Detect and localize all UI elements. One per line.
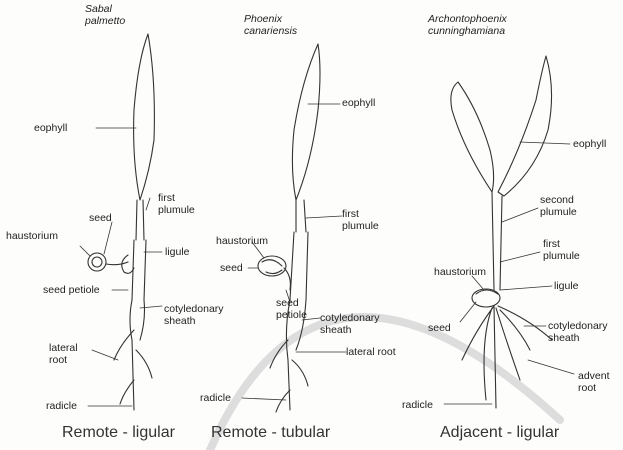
seedling-archontophoenix: [451, 56, 552, 408]
right-ligule-label: ligule: [554, 280, 579, 292]
middle-haustorium-label: haustorium: [216, 235, 268, 247]
leaders-middle: [242, 104, 346, 400]
archonto-eophyll-left: [451, 82, 494, 192]
right-second-plumule-label: second plumule: [540, 194, 577, 218]
species-sabal-palmetto: Sabal palmetto: [85, 3, 125, 27]
sabal-seed-petiole: [122, 255, 134, 273]
left-first-plumule-label: first plumule: [158, 192, 195, 216]
leaders-left: [80, 128, 162, 406]
archonto-eophyll-right: [498, 56, 552, 196]
left-cotyledonary-sheath-label: cotyledonary sheath: [164, 303, 224, 327]
middle-cotyledonary-sheath-label: cotyledonary sheath: [320, 312, 380, 336]
middle-seed-label: seed: [220, 262, 243, 274]
left-seed-label: seed: [89, 212, 112, 224]
left-ligule-label: ligule: [165, 246, 190, 258]
sabal-seed: [88, 253, 106, 271]
right-haustorium-label: haustorium: [434, 266, 486, 278]
phoenix-eophyll-blade: [292, 44, 320, 200]
archonto-seed: [472, 289, 500, 307]
right-radicle-label: radicle: [402, 399, 433, 411]
right-eophyll-label: eophyll: [573, 138, 606, 150]
middle-first-plumule-label: first plumule: [342, 208, 379, 232]
middle-radicle-label: radicle: [200, 392, 231, 404]
caption-adjacent-ligular: Adjacent - ligular: [440, 424, 559, 442]
middle-eophyll-label: eophyll: [342, 97, 375, 109]
right-cotyledonary-sheath-label: cotyledonary sheath: [548, 320, 608, 344]
left-haustorium-label: haustorium: [6, 230, 58, 242]
left-seed-petiole-label: seed petiole: [43, 284, 100, 296]
caption-remote-tubular: Remote - tubular: [211, 424, 330, 442]
middle-lateral-root-label: lateral root: [346, 346, 396, 358]
caption-remote-ligular: Remote - ligular: [62, 424, 175, 442]
right-adventitious-root-label: advent root: [578, 370, 610, 394]
sabal-eophyll-blade: [134, 34, 155, 200]
middle-seed-petiole-label: seed petiole: [276, 297, 307, 321]
species-archontophoenix: Archontophoenix cunninghamiana: [428, 13, 507, 37]
left-eophyll-label: eophyll: [34, 122, 67, 134]
right-first-plumule-label: first plumule: [543, 238, 580, 262]
left-lateral-root-label: lateral root: [49, 342, 78, 366]
right-seed-label: seed: [428, 322, 451, 334]
left-radicle-label: radicle: [46, 400, 77, 412]
species-phoenix-canariensis: Phoenix canariensis: [244, 13, 297, 37]
